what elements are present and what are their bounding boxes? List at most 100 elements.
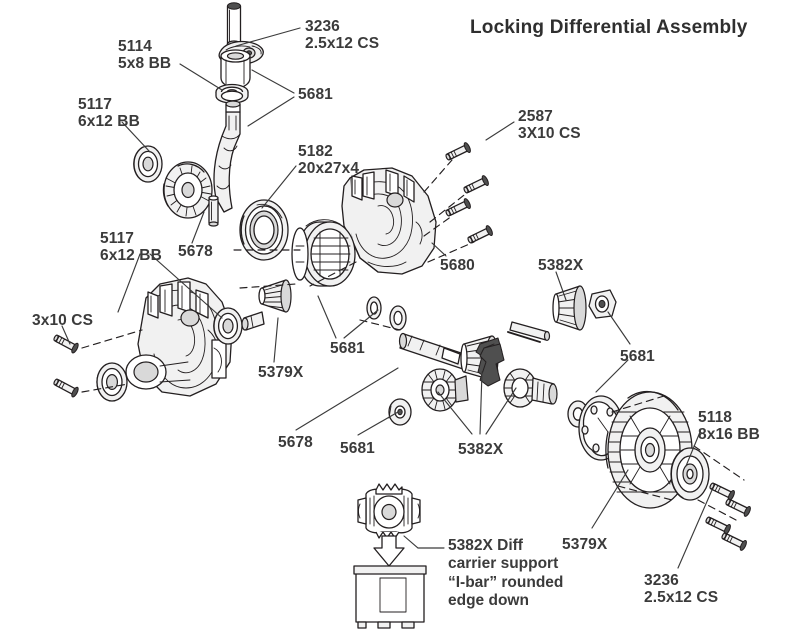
- ibar-note-line: carrier support: [448, 555, 559, 573]
- leader-line-c3236-bottom: [677, 489, 713, 569]
- part-bevel-gear-5382X-lower-left: [421, 368, 469, 412]
- callout-c5382X-right: 5382X: [538, 257, 583, 274]
- callout-c5680-right: 5680: [440, 257, 475, 274]
- callout-part-spec: 8x16 BB: [698, 426, 760, 444]
- callout-c5379X-left: 5379X: [258, 364, 303, 381]
- callout-part-number: 5678: [178, 243, 213, 260]
- part-washer-5681-c2: [389, 305, 407, 331]
- leader-line-c5681-mid: [317, 295, 337, 339]
- callout-part-number: 5379X: [562, 536, 608, 553]
- callout-part-number: 5681: [298, 86, 333, 103]
- callout-part-spec: 2.5x12 CS: [644, 589, 719, 607]
- part-bevel-pinion-5379X: [258, 279, 292, 313]
- illustration-ibar-orientation: [353, 483, 427, 629]
- callout-c5678-lower: 5678: [278, 434, 313, 451]
- callout-c5382X-lower: 5382X: [458, 441, 503, 458]
- leader-line-c5681-lower: [357, 411, 399, 436]
- callout-c5681-mid: 5681: [330, 340, 365, 357]
- callout-part-number: 5379X: [258, 364, 304, 381]
- callout-part-number: 5681: [330, 340, 365, 357]
- part-bearing-5117-lower-left: [96, 362, 128, 402]
- part-cross-pin-5678-lower: [509, 321, 551, 342]
- callout-part-spec: 5x8 BB: [118, 55, 172, 73]
- part-cap-screws-2587: [443, 141, 495, 247]
- assembly-dashlines-2587: [423, 159, 475, 263]
- callout-part-number: 3236: [644, 572, 679, 589]
- part-diff-carrier-cage: [291, 219, 356, 287]
- part-roll-pin-5678-upper: [208, 195, 219, 227]
- leader-line-c3x10: [61, 325, 71, 345]
- callout-c5681-top: 5681: [298, 86, 333, 103]
- callout-c5681-lower: 5681: [340, 440, 375, 457]
- callout-part-number: 5117: [78, 96, 113, 113]
- callout-part-number: 5182: [298, 143, 333, 160]
- callout-part-number: 5382X: [538, 257, 584, 274]
- assembly-dashlines-right: [611, 395, 745, 521]
- part-diff-housing-5680-left: [125, 277, 233, 397]
- part-washer-5681-c1: [366, 296, 382, 320]
- callout-part-number: 5681: [340, 440, 375, 457]
- callout-part-number: 2587: [518, 108, 553, 125]
- ibar-note-line: “I-bar” rounded: [448, 573, 564, 591]
- leader-line-c5118: [685, 431, 701, 467]
- leader-line-c5117-upper: [121, 121, 151, 153]
- part-seal-ring-5182: [239, 199, 289, 261]
- callout-part-number: 3236: [305, 18, 340, 35]
- leader-line-c5681-mid: [343, 309, 379, 339]
- assembly-dashlines-center: [233, 249, 401, 331]
- callout-part-number: 5114: [118, 38, 153, 55]
- leader-line-c5182: [261, 165, 297, 209]
- part-washer-5681-right: [588, 289, 617, 319]
- part-output-shaft-center: [398, 332, 471, 371]
- leader-line-c5678-lower: [295, 367, 399, 431]
- callout-part-spec: 6x12 BB: [78, 113, 140, 131]
- ibar-note-line: edge down: [448, 591, 529, 609]
- callout-part-number: 3x10 CS: [32, 312, 94, 329]
- assembly-dashlines-3x10: [81, 329, 143, 393]
- leader-line-c5382X-lower: [479, 371, 483, 435]
- part-diff-housing-5680-right: [341, 167, 437, 275]
- leader-line-c5379X-right: [591, 469, 629, 529]
- callout-leader-lines: [61, 27, 713, 569]
- callout-part-number: 5681: [620, 348, 655, 365]
- leader-line-c5681-top: [251, 69, 295, 94]
- callout-part-spec: 3X10 CS: [518, 125, 581, 143]
- leader-line-c5678-upper: [191, 211, 205, 244]
- leader-line-c5379X-left: [273, 317, 279, 363]
- part-shift-fork-yoke: [218, 40, 264, 89]
- leader-line-c5382X-lower: [485, 387, 517, 435]
- callout-part-spec: 6x12 BB: [100, 247, 162, 265]
- ibar-note-line: 5382X Diff: [448, 537, 523, 554]
- part-bevel-gear-5382X-right: [552, 285, 587, 331]
- part-pin-shaft-right: [507, 331, 541, 343]
- page-title: Locking Differential Assembly: [470, 17, 748, 38]
- callout-part-number: 5680: [440, 257, 475, 274]
- leader-line-c5117-lower: [117, 253, 141, 313]
- leader-line-c5681-right: [595, 359, 629, 393]
- part-ibar-carrier-support-lower: [479, 343, 505, 387]
- leader-line-c5382X-right: [555, 271, 567, 301]
- leader-line-c2587: [485, 121, 515, 141]
- leader-line-c5681-top: [247, 96, 295, 127]
- part-spider-gear-cluster-upper: [162, 161, 213, 219]
- callout-part-number: 5678: [278, 434, 313, 451]
- leader-line-c5382X-lower: [437, 391, 473, 435]
- leader-line-c3236-top: [235, 27, 301, 47]
- part-shift-lever-arm: [213, 100, 241, 213]
- callout-c5681-right: 5681: [620, 348, 655, 365]
- part-bearing-5117-lower-right: [213, 307, 243, 345]
- callout-c5379X-right: 5379X: [562, 536, 607, 553]
- part-bearing-5114: [215, 83, 249, 104]
- callout-part-number: 5118: [698, 409, 733, 426]
- part-cap-screws-3x10: [51, 331, 81, 399]
- leader-line-c5114: [179, 63, 223, 91]
